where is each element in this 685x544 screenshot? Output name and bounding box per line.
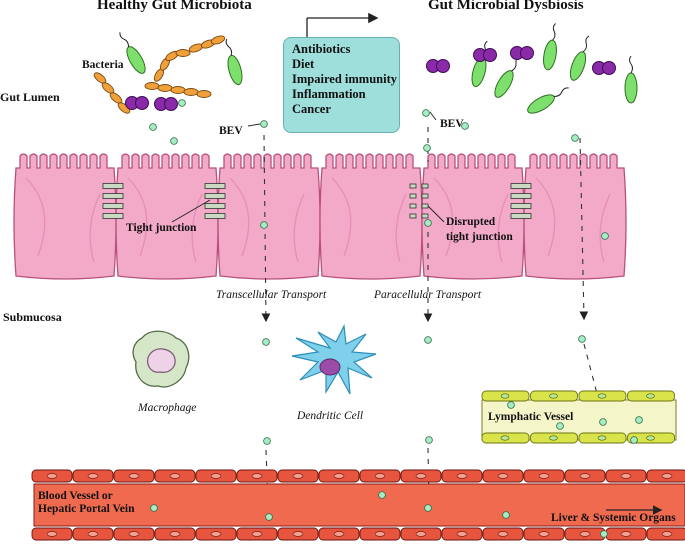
bacteria-dysbiosis-group (426, 23, 638, 114)
tight-junction (204, 183, 226, 219)
cause-item: Antibiotics (292, 42, 351, 56)
green-bacterium (543, 23, 557, 71)
vesicle-dot (502, 511, 510, 519)
vesicle-dot (578, 335, 586, 343)
vesicle-dot (150, 504, 158, 512)
bev-pointer-left (247, 123, 261, 127)
orange-bacterium (144, 82, 160, 90)
green-bacterium (569, 35, 590, 81)
dysbiosis-header: Gut Microbial Dysbiosis (428, 0, 584, 13)
blood-vessel (31, 469, 685, 541)
cause-item: Impaired immunity (292, 72, 397, 86)
green-bacterium (527, 87, 569, 114)
vesicle-dot (635, 416, 643, 424)
bacteria-label: Bacteria (82, 59, 124, 71)
vesicle-dot (507, 401, 515, 409)
vesicle-dot (601, 232, 609, 240)
dendritic-cell (291, 323, 377, 395)
blood-vessel-label-1: Blood Vessel or (38, 490, 113, 502)
green-bacterium (624, 55, 638, 104)
blood-vessel-lumen (33, 483, 685, 527)
epithelial-cell (319, 153, 423, 280)
vesicle-dot (260, 120, 268, 128)
submucosa-label: Submucosa (3, 310, 62, 324)
vesicle-dot (422, 109, 430, 117)
vesicle-dot (556, 422, 564, 430)
vesicle-dot (599, 418, 607, 426)
vesicle-dot (423, 144, 431, 152)
vesicle-dot (260, 221, 268, 229)
epithelial-cell (523, 153, 627, 280)
gut-lumen-label: Gut Lumen (0, 90, 60, 104)
lymphatic-vessel (481, 390, 677, 444)
vesicle-dot (424, 504, 432, 512)
bacterial-extracellular-vesicles (149, 99, 643, 538)
vesicle-dot (263, 437, 271, 445)
epithelial-cell (115, 153, 219, 280)
dysbiosis-causes-box: Antibiotics Diet Impaired immunity Infla… (283, 37, 400, 133)
causes-connector-arrow (306, 12, 379, 37)
tight-junction (510, 183, 532, 219)
vesicle-dot (461, 122, 469, 130)
green-bacterium (119, 32, 146, 74)
epithelial-cell (217, 153, 321, 280)
vesicle-dot (425, 436, 433, 444)
purple-diplococcus (154, 97, 178, 111)
bev-pointer-right (429, 111, 437, 121)
orange-bacterium (183, 88, 199, 96)
purple-diplococcus (592, 61, 616, 75)
organs-label: Liver & Systemic Organs (551, 512, 676, 524)
tight-junction (102, 183, 124, 219)
tight-junction-pointer (171, 199, 211, 223)
cause-item: Cancer (292, 102, 331, 116)
macrophage-label: Macrophage (138, 402, 197, 414)
lymphatic-entry-path (579, 137, 589, 321)
vesicle-dot (600, 530, 608, 538)
vesicle-dot (571, 134, 579, 142)
disrupted-junction-pointer (427, 205, 445, 223)
disrupted-junction-label-1: Disrupted (446, 216, 496, 228)
vesicle-dot (378, 491, 386, 499)
intestinal-epithelium (13, 153, 627, 280)
vesicle-dot (424, 336, 432, 344)
vesicle-dot (262, 338, 270, 346)
purple-diplococcus (426, 59, 450, 73)
lymphatic-label: Lymphatic Vessel (488, 411, 574, 423)
green-bacterium (494, 55, 521, 98)
disrupted-tight-junction (409, 183, 429, 219)
orange-bacterium (196, 90, 212, 98)
blood-vessel-label-2: Hepatic Portal Vein (38, 503, 135, 515)
disrupted-junction-label-2: tight junction (446, 231, 513, 243)
vesicle-dot (149, 123, 157, 131)
vesicle-dot (630, 436, 638, 444)
orange-bacterium (157, 84, 173, 92)
dendritic-label: Dendritic Cell (297, 410, 364, 422)
vesicle-dot (424, 219, 432, 227)
vesicle-dot (170, 137, 178, 145)
orange-bacterium (210, 35, 226, 45)
tight-junction-label: Tight junction (126, 222, 197, 234)
bev-label-right: BEV (440, 118, 464, 130)
vesicle-dot (178, 99, 186, 107)
cause-item: Diet (292, 57, 315, 71)
purple-diplococcus (125, 96, 149, 110)
epithelial-cell (13, 153, 117, 280)
green-bacterium (225, 38, 243, 86)
epithelial-cell (421, 153, 525, 280)
orange-bacterium (175, 49, 191, 57)
transcellular-label: Transcellular Transport (216, 289, 327, 301)
vesicle-dot (265, 513, 273, 521)
macrophage-cell (132, 330, 190, 388)
healthy-header: Healthy Gut Microbiota (97, 0, 252, 13)
bacteria-healthy-group (93, 32, 243, 114)
green-bacterium (471, 40, 488, 88)
purple-diplococcus (510, 46, 534, 60)
purple-diplococcus (473, 48, 497, 62)
paracellular-label: Paracellular Transport (374, 289, 482, 301)
cause-item: Inflammation (292, 87, 366, 101)
orange-bacterium (170, 86, 186, 94)
bev-label-left: BEV (219, 125, 243, 137)
